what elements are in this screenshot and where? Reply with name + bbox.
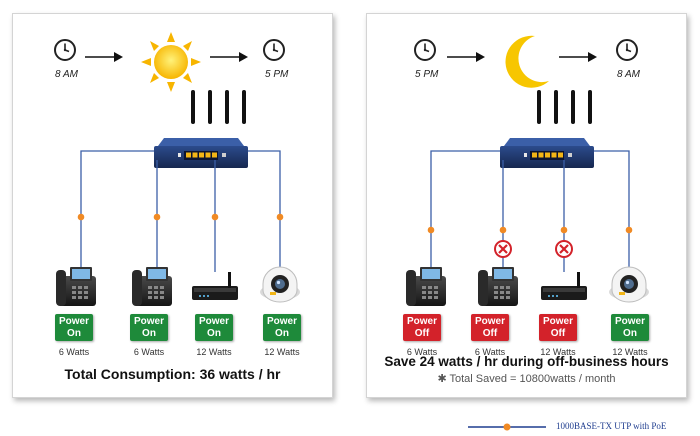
arrow-icon xyxy=(558,51,598,63)
clock-icon xyxy=(616,39,638,61)
device-watts: 12 Watts xyxy=(540,347,576,357)
device-watts: 12 Watts xyxy=(196,347,232,357)
sun-icon xyxy=(141,32,201,92)
wireless-ap-icon xyxy=(541,272,587,300)
moon-icon xyxy=(505,35,549,88)
ip-phone-icon xyxy=(406,267,446,306)
poe-switch-icon xyxy=(500,138,594,168)
device-watts: 6 Watts xyxy=(406,347,438,357)
ip-phone-icon xyxy=(56,267,96,306)
clock-icon xyxy=(263,39,285,61)
disconnect-x-icon xyxy=(493,239,513,259)
legend-line-icon xyxy=(468,423,546,431)
ip-phone-icon xyxy=(132,267,172,306)
legend-label: 1000BASE-TX UTP with PoE xyxy=(556,421,667,431)
device-watts: 12 Watts xyxy=(612,347,648,357)
total-saved-note: ✱ Total Saved = 10800watts / month xyxy=(437,373,616,385)
device-watts: 12 Watts xyxy=(264,347,300,357)
night-diagram xyxy=(406,35,650,306)
arrow-icon xyxy=(446,51,486,63)
clock-icon xyxy=(54,39,76,61)
dome-camera-icon xyxy=(259,266,301,303)
end-time-label: 5 PM xyxy=(265,69,289,80)
antenna-icon xyxy=(537,90,592,124)
start-time-label: 5 PM xyxy=(415,69,439,80)
poe-switch-icon xyxy=(154,138,248,168)
total-consumption-text: Total Consumption: 36 watts / hr xyxy=(64,366,281,382)
arrow-icon xyxy=(84,51,124,63)
end-time-label: 8 AM xyxy=(617,69,640,80)
device-watts: 6 Watts xyxy=(133,347,165,357)
device-watts: 6 Watts xyxy=(474,347,506,357)
savings-text: Save 24 watts / hr during off-business h… xyxy=(384,354,669,369)
device-watts: 6 Watts xyxy=(58,347,90,357)
disconnect-x-icon xyxy=(554,239,574,259)
antenna-icon xyxy=(191,90,246,124)
ip-phone-icon xyxy=(478,267,518,306)
clock-icon xyxy=(414,39,436,61)
arrow-icon xyxy=(209,51,249,63)
dome-camera-icon xyxy=(608,266,650,303)
day-diagram xyxy=(54,32,301,306)
wireless-ap-icon xyxy=(192,272,238,300)
start-time-label: 8 AM xyxy=(55,69,78,80)
